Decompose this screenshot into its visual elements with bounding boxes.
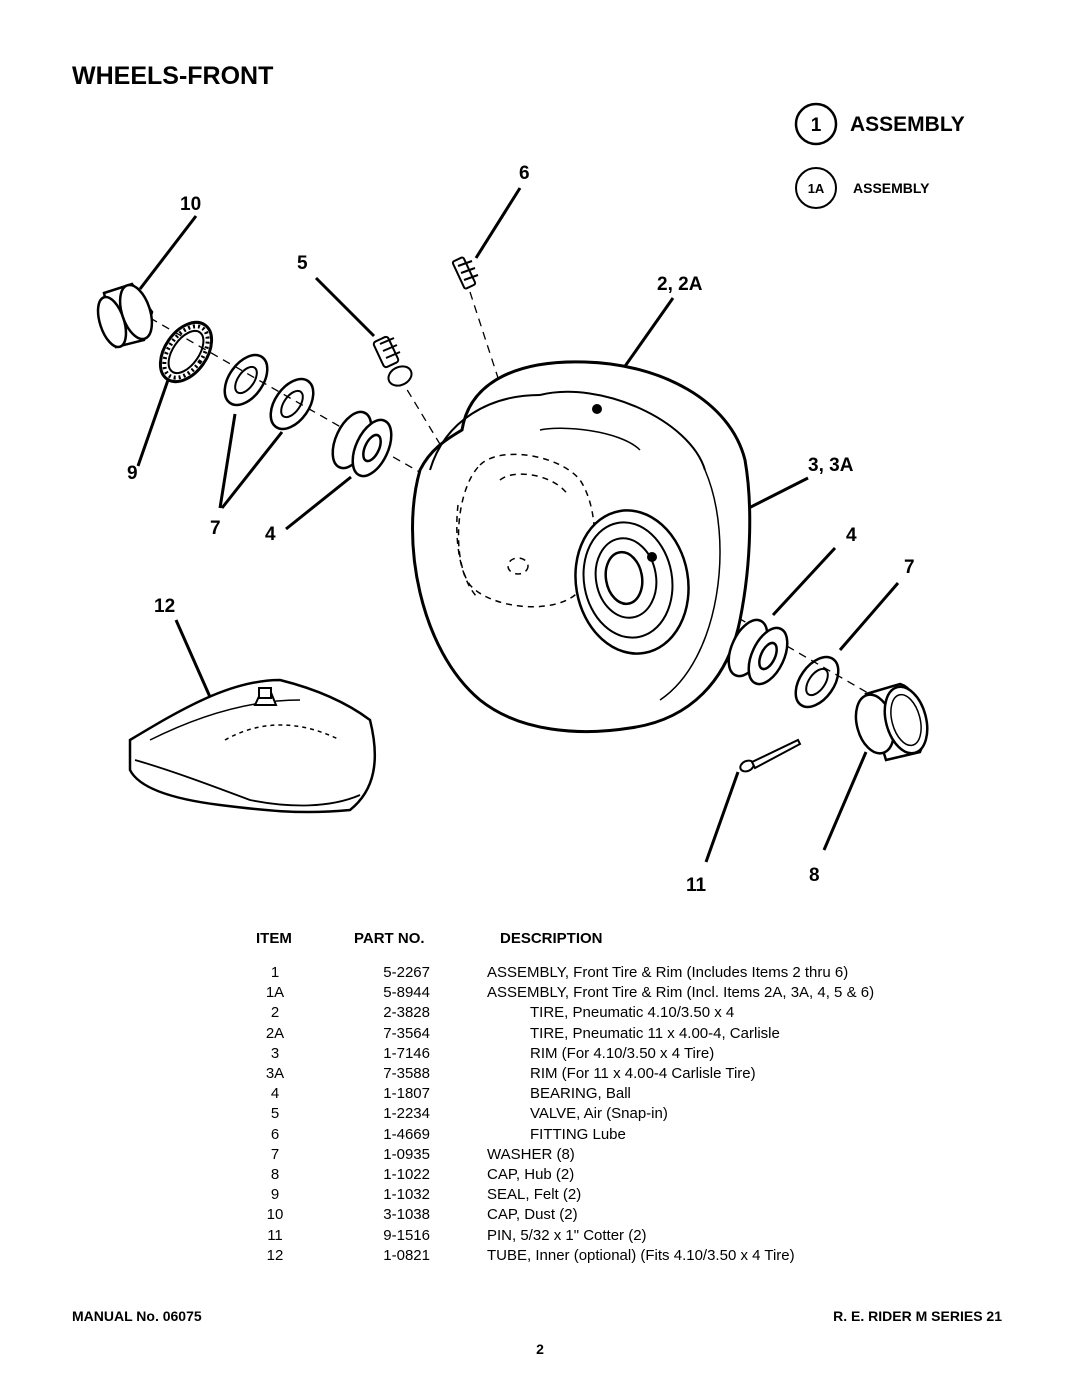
description-cell: ASSEMBLY, Front Tire & Rim (Includes Ite…	[487, 964, 849, 981]
callout-7-right: 7	[904, 557, 915, 578]
callout-2-2a: 2, 2A	[657, 274, 703, 295]
part-number-cell: 7-3588	[383, 1065, 430, 1082]
description-cell: TIRE, Pneumatic 11 x 4.00-4, Carlisle	[530, 1024, 780, 1042]
description-cell: WASHER (8)	[487, 1145, 575, 1163]
part-number-cell: 1-4669	[383, 1125, 430, 1143]
description-cell: PIN, 5/32 x 1" Cotter (2)	[487, 1226, 647, 1244]
part-number-cell: 1-1807	[383, 1085, 430, 1103]
lube-fitting	[451, 256, 479, 290]
dust-cap-left	[96, 282, 154, 349]
table-row: 3 1-7146 RIM (For 4.10/3.50 x 4 Tire)	[0, 1045, 1080, 1065]
callout-9: 9	[127, 463, 138, 484]
manual-number: MANUAL No. 06075	[72, 1308, 202, 1324]
table-row: 12 1-0821 TUBE, Inner (optional) (Fits 4.1…	[0, 1247, 1080, 1267]
description-cell: CAP, Hub (2)	[487, 1166, 575, 1183]
part-number-cell: 2-3828	[383, 1004, 430, 1022]
exploded-parts-diagram: 1 ASSEMBLY 1A ASSEMBLY 6 10 5 2, 2A 3, 3…	[96, 102, 965, 896]
rim-hidden-detail	[456, 453, 596, 608]
header-item: ITEM	[256, 930, 292, 947]
item-cell: 2A	[265, 1024, 285, 1042]
part-number-cell: 1-2234	[383, 1105, 430, 1123]
item-cell: 1A	[265, 984, 285, 1002]
legend-1a-label: ASSEMBLY	[853, 180, 930, 196]
part-number-cell: 9-1516	[383, 1226, 430, 1244]
legend-1-label: ASSEMBLY	[850, 113, 965, 136]
table-row: 1 5-2267 ASSEMBLY, Front Tire & Rim (Inclu…	[0, 964, 1080, 984]
description-cell: SEAL, Felt (2)	[487, 1186, 582, 1204]
item-cell: 8	[270, 1166, 280, 1183]
table-row: 7 1-0935 WASHER (8)	[0, 1146, 1080, 1166]
felt-seal	[158, 320, 214, 384]
description-cell: RIM (For 4.10/3.50 x 4 Tire)	[530, 1044, 715, 1062]
legend-1a-number: 1A	[808, 181, 825, 196]
item-cell: 3A	[265, 1065, 285, 1082]
table-row: 8 1-1022 CAP, Hub (2)	[0, 1166, 1080, 1186]
table-row: 3A 7-3588 RIM (For 11 x 4.00-4 Carlisle Ti…	[0, 1065, 1080, 1085]
hub-cap	[854, 682, 929, 762]
bearing-left	[331, 410, 393, 478]
callout-10: 10	[180, 194, 201, 215]
item-cell: 6	[270, 1125, 280, 1143]
callout-6: 6	[519, 163, 530, 184]
description-cell: ASSEMBLY, Front Tire & Rim (Incl. Items …	[487, 984, 875, 1002]
washers-left	[223, 353, 315, 431]
description-cell: VALVE, Air (Snap-in)	[530, 1105, 668, 1123]
rim	[574, 404, 690, 655]
callout-11: 11	[686, 875, 707, 896]
callout-5: 5	[297, 253, 308, 274]
item-cell: 11	[267, 1226, 283, 1244]
callout-7-left: 7	[210, 518, 221, 539]
table-row: 4 1-1807 BEARING, Ball	[0, 1085, 1080, 1105]
cotter-pin	[739, 738, 802, 773]
item-cell: 2	[270, 1004, 280, 1022]
part-number-cell: 5-8944	[383, 984, 430, 1002]
callout-8: 8	[809, 865, 820, 886]
callout-12: 12	[154, 596, 175, 617]
item-cell: 10	[266, 1206, 284, 1224]
washer-right	[794, 655, 840, 709]
description-cell: FITTING Lube	[530, 1125, 626, 1143]
item-cell: 7	[270, 1145, 280, 1163]
description-cell: TUBE, Inner (optional) (Fits 4.10/3.50 x…	[487, 1246, 795, 1264]
item-cell: 5	[270, 1105, 280, 1123]
page-number: 2	[536, 1341, 544, 1357]
description-cell: TIRE, Pneumatic 4.10/3.50 x 4	[530, 1004, 735, 1022]
table-row: 5 1-2234 VALVE, Air (Snap-in)	[0, 1105, 1080, 1125]
part-number-cell: 3-1038	[383, 1206, 430, 1224]
header-part-no: PART NO.	[354, 930, 425, 947]
item-cell: 4	[270, 1085, 280, 1103]
inner-tube	[128, 678, 376, 814]
description-cell: BEARING, Ball	[530, 1085, 631, 1103]
table-row: 2A 7-3564 TIRE, Pneumatic 11 x 4.00-4, Car…	[0, 1025, 1080, 1045]
series-name: R. E. RIDER M SERIES 21	[833, 1308, 1002, 1324]
air-valve	[372, 335, 413, 387]
description-cell: CAP, Dust (2)	[487, 1206, 578, 1224]
header-description: DESCRIPTION	[500, 930, 603, 947]
part-number-cell: 5-2267	[383, 964, 430, 981]
item-cell: 1	[270, 964, 280, 981]
table-row: 2 2-3828 TIRE, Pneumatic 4.10/3.50 x 4	[0, 1004, 1080, 1024]
page-title: WHEELS-FRONT	[72, 62, 274, 90]
table-row: 11 9-1516 PIN, 5/32 x 1" Cotter (2)	[0, 1227, 1080, 1247]
table-row: 10 3-1038 CAP, Dust (2)	[0, 1206, 1080, 1226]
callout-3-3a: 3, 3A	[808, 455, 854, 476]
callout-4-left: 4	[265, 524, 276, 545]
assembly-legend: 1 ASSEMBLY 1A ASSEMBLY	[794, 102, 965, 209]
part-number-cell: 1-7146	[383, 1044, 430, 1062]
table-row: 9 1-1032 SEAL, Felt (2)	[0, 1186, 1080, 1206]
legend-1-number: 1	[811, 115, 822, 136]
item-cell: 12	[266, 1246, 284, 1264]
part-number-cell: 1-1022	[383, 1166, 430, 1183]
part-number-cell: 1-0935	[383, 1145, 430, 1163]
part-number-cell: 7-3564	[383, 1024, 430, 1042]
callout-4-right: 4	[846, 525, 857, 546]
part-number-cell: 1-1032	[383, 1186, 430, 1204]
table-row: 1A 5-8944 ASSEMBLY, Front Tire & Rim (Incl…	[0, 984, 1080, 1004]
description-cell: RIM (For 11 x 4.00-4 Carlisle Tire)	[530, 1065, 756, 1082]
item-cell: 9	[270, 1186, 280, 1204]
item-cell: 3	[270, 1044, 280, 1062]
part-number-cell: 1-0821	[383, 1246, 430, 1264]
table-row: 6 1-4669 FITTING Lube	[0, 1126, 1080, 1146]
bearing-right	[727, 618, 789, 686]
